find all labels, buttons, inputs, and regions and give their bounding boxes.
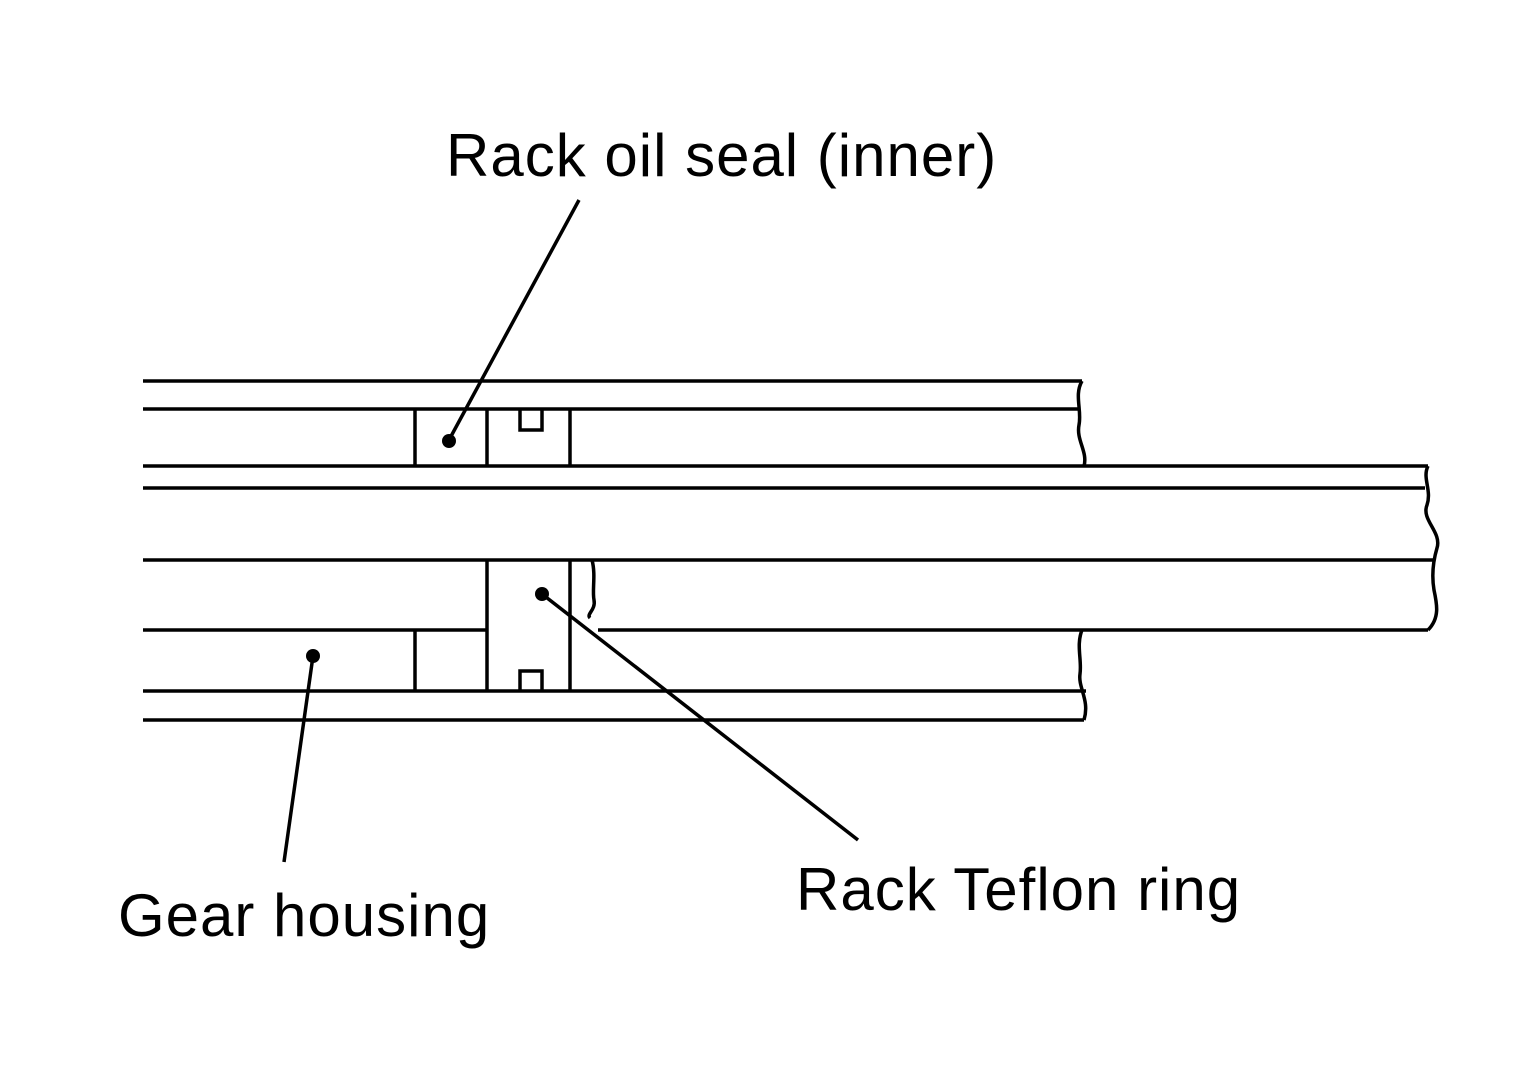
upper-seal-block — [413, 409, 572, 466]
leader-rack-oil-seal — [442, 199, 581, 448]
rack-shaft — [143, 465, 1440, 632]
lower-housing-wall — [143, 628, 1088, 722]
lower-seal-block — [413, 559, 596, 691]
leader-gear-housing — [282, 649, 320, 863]
upper-housing-wall — [143, 379, 1428, 468]
rack-oil-seal-label: Rack oil seal (inner) — [446, 122, 998, 189]
gear-housing-label: Gear housing — [118, 882, 491, 949]
rack-teflon-ring-label: Rack Teflon ring — [796, 856, 1242, 923]
leader-rack-teflon-ring — [535, 587, 860, 842]
